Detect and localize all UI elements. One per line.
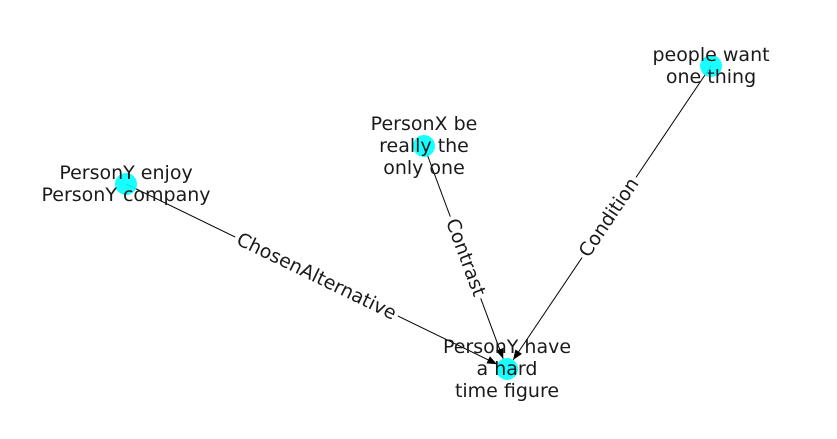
- node-label-line: really the: [379, 135, 469, 157]
- node-label-line: PersonY have: [443, 336, 571, 358]
- labels-layer: ChosenAlternative Contrast Condition people…: [41, 44, 769, 402]
- node-label-line: PersonY company: [41, 184, 210, 206]
- node-n3[interactable]: [115, 173, 137, 195]
- edge-label: ChosenAlternative: [233, 228, 400, 324]
- node-label-line: only one: [383, 157, 465, 179]
- edge-label-background: [229, 226, 404, 327]
- node-label-line: time figure: [455, 380, 559, 402]
- edge-label: Contrast: [441, 216, 490, 300]
- edge-label-background: [572, 170, 646, 265]
- edge-label: Condition: [575, 174, 644, 262]
- node-n1[interactable]: [700, 55, 722, 77]
- edge-label-background: [439, 212, 492, 303]
- node-label-line: PersonY enjoy: [59, 162, 192, 184]
- node-n4[interactable]: [496, 358, 518, 380]
- node-label-line: one thing: [666, 66, 756, 88]
- node-label-line: a hard: [477, 358, 538, 380]
- edge-label-group: ChosenAlternative: [229, 226, 404, 327]
- edge-label-group: Condition: [572, 170, 646, 265]
- node-label-line: PersonX be: [371, 113, 478, 135]
- node-label-line: people want: [652, 44, 769, 66]
- node-n2[interactable]: [413, 135, 435, 157]
- edge-label-group: Contrast: [439, 212, 492, 303]
- nodes-layer: [115, 55, 722, 380]
